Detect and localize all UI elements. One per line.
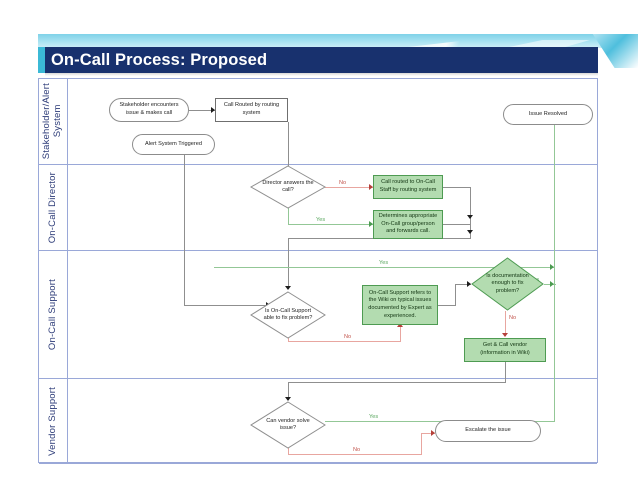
edge-vendorbox-left [288,382,506,383]
edge-doc-no [505,311,506,336]
title-bar: On-Call Process: Proposed [38,47,598,73]
lane-vendor: Vendor Support [39,379,597,464]
edge-label-support-no: No [344,334,352,340]
arrowhead-escalate [431,430,435,436]
edge-vendor-no-to-escalate [421,433,435,434]
arrowhead-to-doc-diamond [467,281,471,287]
arrowhead-support-no [397,323,403,327]
arrowhead-to-vendor-diamond [285,397,291,401]
edge-support-no-up [400,327,401,342]
node-stakeholder-encounters[interactable]: Stakeholder encounters issue & makes cal… [109,98,189,122]
node-escalate-issue-label: Escalate the issue [465,427,511,434]
edge-vendor-no-up [421,433,422,455]
arrowhead-merge-b [467,230,473,234]
lane-label-director-text: On-Call Director [46,171,58,244]
edge-vendor-no-right [288,454,422,455]
node-stakeholder-encounters-label: Stakeholder encounters issue & makes cal… [119,102,179,116]
edge-alert-down [184,155,185,306]
arrowhead-doc-yes [550,281,554,287]
arrowhead-director-yes [369,221,373,227]
node-support-able-fix-label: Is On-Call Support able to fix problem? [263,307,313,321]
edge-alert-right [184,305,270,306]
page-title: On-Call Process: Proposed [51,50,268,69]
node-call-routed-label: Call Routed by routing system [223,102,280,116]
node-call-routed[interactable]: Call Routed by routing system [215,98,288,122]
edge-director-yes-down [288,201,289,225]
edge-vendorbox-down [505,362,506,383]
lane-director: On-Call Director [39,165,597,251]
edge-support-no-right [288,341,401,342]
arrowhead-merge-a [467,215,473,219]
edge-wiki-to-doc [455,284,471,285]
arrowhead-director-no [369,184,373,190]
edge-wiki-right [438,305,456,306]
node-support-able-fix[interactable]: Is On-Call Support able to fix problem? [250,291,326,339]
node-determines-appropriate-label: Determines appropriate On-Call group/per… [378,213,438,235]
node-vendor-solve-label: Can vendor solve issue? [266,417,310,431]
lane-label-support: On-Call Support [39,251,68,378]
lane-label-vendor-text: Vendor Support [46,386,58,456]
edge-label-director-no: No [339,180,347,186]
title-drop-shadow [45,73,598,76]
title-accent-bar [38,47,45,73]
node-alert-system-triggered-label: Alert System Triggered [145,140,202,147]
node-escalate-issue[interactable]: Escalate the issue [435,420,541,442]
edge-stakeholder-to-routed [189,110,215,111]
node-call-routed-oncall-label: Call routed to On-Call Staff by routing … [379,179,437,193]
edge-label-support-yes: Yes [379,260,389,266]
header-cyan-band [38,34,638,48]
edge-label-vendor-yes: Yes [369,414,379,420]
edge-greenbox1-right [443,187,471,188]
node-issue-resolved-label: Issue Resolved [528,110,568,117]
node-documentation-enough[interactable]: Is documentation enough to fix problem? [471,257,544,311]
arrowhead-to-support-diamond [285,286,291,290]
edge-far-rail-up [554,115,555,421]
edge-merge-rail-down [470,187,471,239]
diamond-shape-icon [471,257,544,311]
edge-wiki-up [455,284,456,306]
edge-director-yes-right [288,224,373,225]
arrowhead-support-yes [550,264,554,270]
edge-greenbox2-right [443,224,471,225]
node-determines-appropriate[interactable]: Determines appropriate On-Call group/per… [373,210,443,239]
node-director-answers[interactable]: Director answers the call? [250,165,326,209]
edge-routed-to-director [288,122,289,179]
lane-stakeholder: Stakeholder/Alert System [39,79,597,165]
node-refers-wiki-label: On-Call Support refers to the Wiki on ty… [368,289,432,319]
edge-label-vendor-no: No [353,447,361,453]
arrowhead-to-call-routed [211,107,215,113]
edge-support-yes [214,267,554,268]
edge-to-vendor-diamond [288,382,289,400]
lane-support: On-Call Support [39,251,597,379]
node-call-routed-oncall[interactable]: Call routed to On-Call Staff by routing … [373,175,443,199]
lane-label-stakeholder: Stakeholder/Alert System [39,79,68,164]
lane-label-stakeholder-text: Stakeholder/Alert System [41,83,63,160]
node-refers-wiki[interactable]: On-Call Support refers to the Wiki on ty… [362,285,438,325]
node-documentation-enough-label: Is documentation enough to fix problem? [486,273,529,294]
arrowhead-doc-no [502,333,508,337]
edge-director-no [325,187,373,188]
node-get-call-vendor-label: Get & Call vendor (information in Wiki) [480,342,530,356]
node-issue-resolved[interactable]: Issue Resolved [503,104,593,125]
edge-label-director-yes: Yes [316,217,326,223]
edge-rail-to-support [288,238,289,289]
edge-label-doc-no: No [509,315,517,321]
lane-label-support-text: On-Call Support [46,278,58,351]
node-get-call-vendor[interactable]: Get & Call vendor (information in Wiki) [464,338,546,362]
swimlane-pool: Stakeholder/Alert System On-Call Directo… [38,78,598,464]
lane-label-director: On-Call Director [39,165,68,250]
node-director-answers-label: Director answers the call? [262,179,314,193]
node-alert-system-triggered[interactable]: Alert System Triggered [132,134,215,155]
diamond-shape-icon [250,291,326,339]
lane-label-vendor: Vendor Support [39,379,68,463]
diamond-shape-icon [250,401,326,449]
node-vendor-solve[interactable]: Can vendor solve issue? [250,401,326,449]
diamond-shape-icon [250,165,326,209]
